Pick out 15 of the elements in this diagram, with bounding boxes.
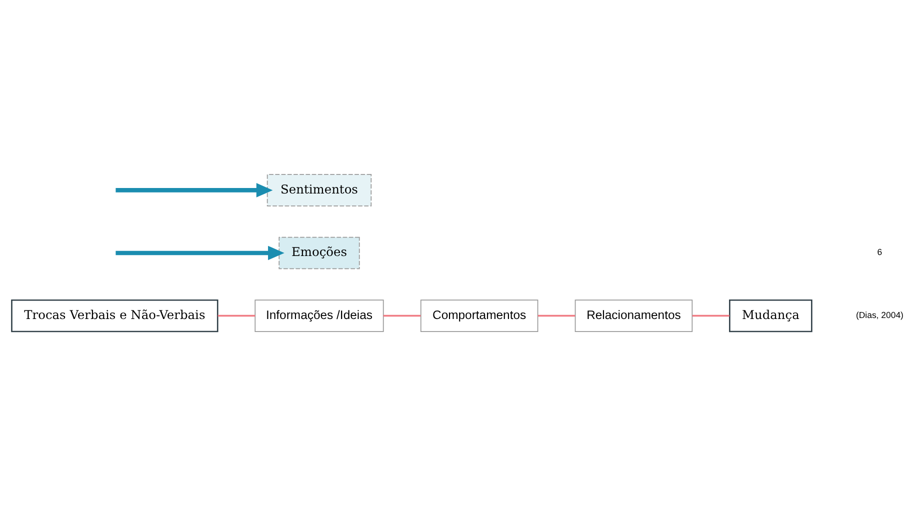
node-box: Trocas Verbais e Não-Verbais — [11, 298, 218, 332]
connector — [383, 314, 421, 316]
label: 6 — [877, 246, 882, 257]
node-box: Emoções — [278, 236, 360, 269]
connector — [218, 314, 256, 316]
label: (Dias, 2004) — [856, 309, 904, 320]
connector — [538, 314, 576, 316]
connector — [692, 314, 730, 316]
node-box: Mudança — [729, 298, 812, 332]
node-box: Comportamentos — [420, 299, 538, 332]
node-box: Relacionamentos — [574, 299, 693, 332]
node-box: Informações /Ideias — [254, 299, 384, 332]
arrow — [116, 245, 284, 260]
arrow — [116, 182, 273, 197]
node-box: Sentimentos — [266, 174, 372, 206]
